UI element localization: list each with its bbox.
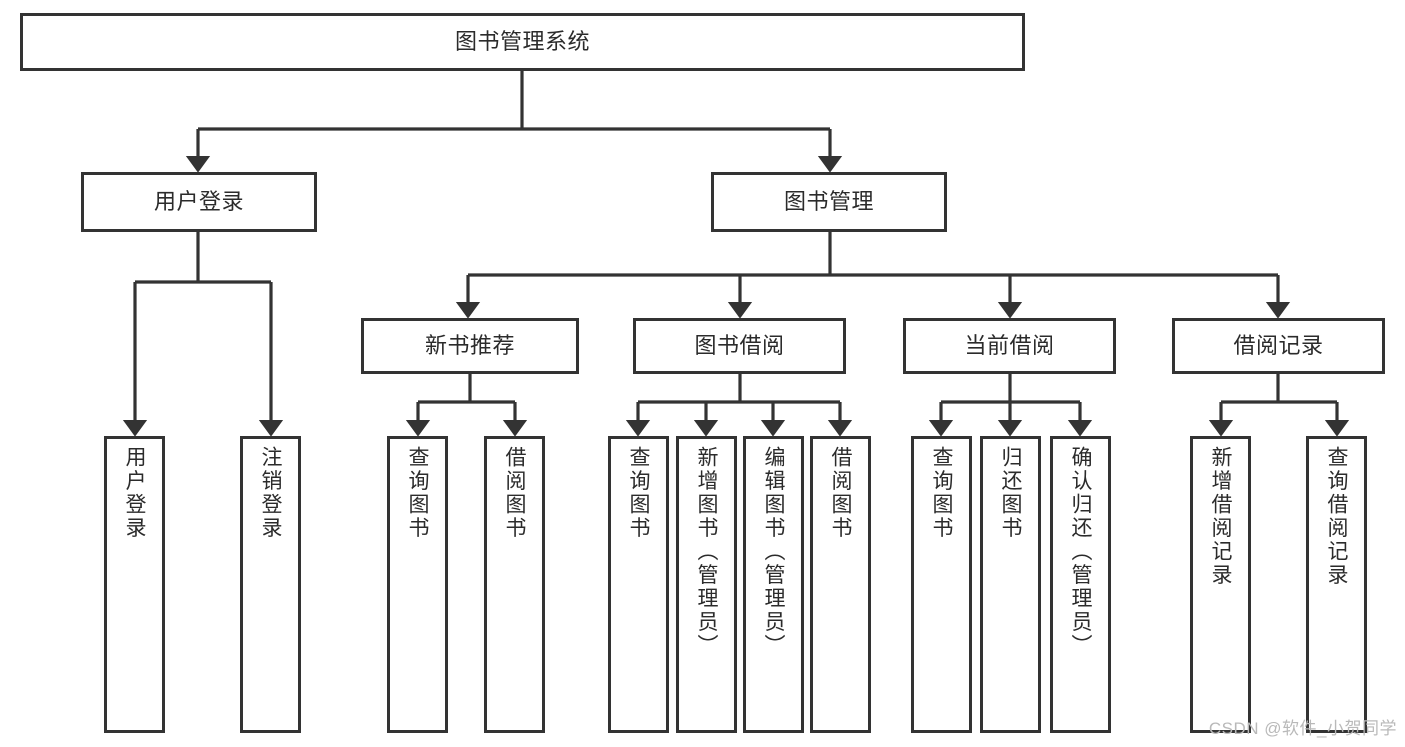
node-borrow-record[interactable]: 借阅记录 — [1172, 318, 1385, 374]
node-label: 确认归还（管理员） — [1069, 446, 1092, 658]
node-label: 查询借阅记录 — [1325, 446, 1348, 587]
node-label: 当前借阅 — [964, 333, 1055, 359]
node-label: 查询图书 — [627, 446, 650, 540]
node-leaf-borrow-book-2[interactable]: 借阅图书 — [810, 436, 871, 733]
node-label: 借阅图书 — [503, 446, 526, 540]
node-label: 查询图书 — [930, 446, 953, 540]
node-label: 新书推荐 — [424, 333, 515, 359]
node-leaf-borrow-book-1[interactable]: 借阅图书 — [484, 436, 545, 733]
node-book-manage[interactable]: 图书管理 — [711, 172, 947, 232]
node-book-borrow[interactable]: 图书借阅 — [633, 318, 846, 374]
node-label: 图书借阅 — [694, 333, 785, 359]
node-label: 图书管理系统 — [454, 29, 590, 55]
node-leaf-query-book-3[interactable]: 查询图书 — [911, 436, 972, 733]
node-label: 图书管理 — [783, 189, 874, 215]
node-label: 用户登录 — [153, 189, 244, 215]
node-leaf-return-book[interactable]: 归还图书 — [980, 436, 1041, 733]
node-user-login[interactable]: 用户登录 — [81, 172, 317, 232]
node-leaf-add-record[interactable]: 新增借阅记录 — [1190, 436, 1251, 733]
node-leaf-add-book[interactable]: 新增图书（管理员） — [676, 436, 737, 733]
node-leaf-confirm-return[interactable]: 确认归还（管理员） — [1050, 436, 1111, 733]
node-leaf-query-book-1[interactable]: 查询图书 — [387, 436, 448, 733]
node-new-book-recommend[interactable]: 新书推荐 — [361, 318, 579, 374]
node-label: 编辑图书（管理员） — [762, 446, 785, 658]
node-leaf-user-login[interactable]: 用户登录 — [104, 436, 165, 733]
node-label: 借阅图书 — [829, 446, 852, 540]
node-label: 归还图书 — [999, 446, 1022, 540]
node-label: 注销登录 — [259, 446, 282, 540]
node-leaf-logout[interactable]: 注销登录 — [240, 436, 301, 733]
node-label: 新增借阅记录 — [1209, 446, 1232, 587]
node-current-borrow[interactable]: 当前借阅 — [903, 318, 1116, 374]
node-leaf-query-record[interactable]: 查询借阅记录 — [1306, 436, 1367, 733]
node-leaf-query-book-2[interactable]: 查询图书 — [608, 436, 669, 733]
node-label: 查询图书 — [406, 446, 429, 540]
node-label: 新增图书（管理员） — [695, 446, 718, 658]
node-root-system[interactable]: 图书管理系统 — [20, 13, 1025, 71]
csdn-watermark: CSDN @软件_小贺同学 — [1208, 719, 1397, 738]
node-leaf-edit-book[interactable]: 编辑图书（管理员） — [743, 436, 804, 733]
node-label: 借阅记录 — [1233, 333, 1324, 359]
node-label: 用户登录 — [123, 446, 146, 540]
